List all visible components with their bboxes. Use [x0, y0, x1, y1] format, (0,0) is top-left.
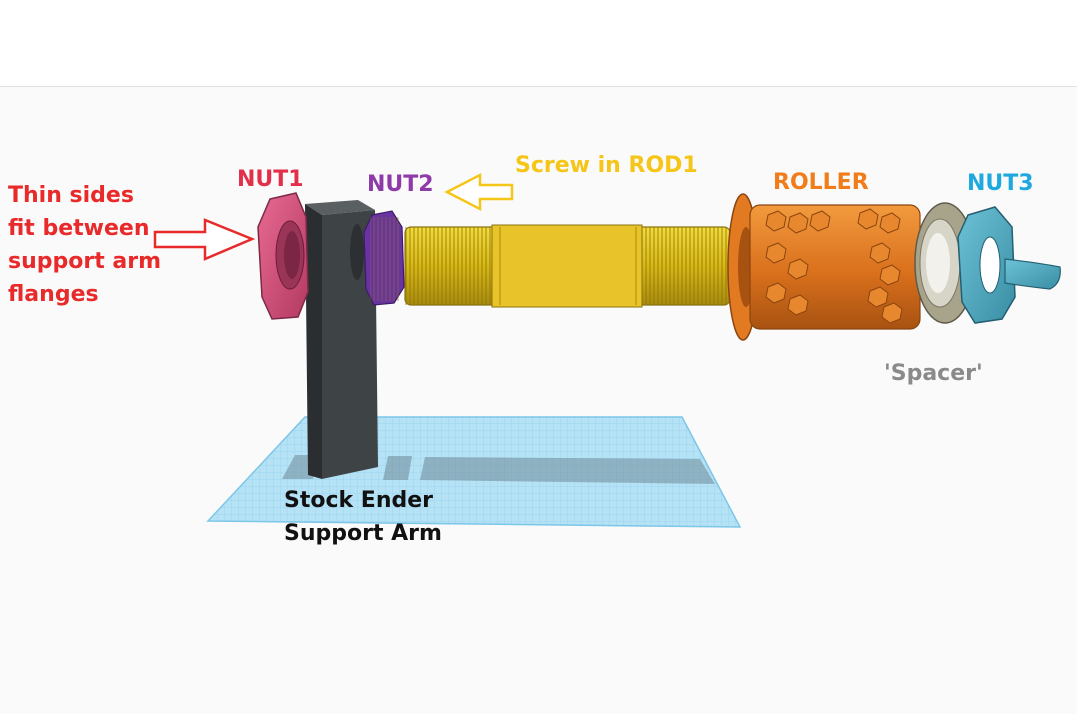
- support-arm-line-1: Stock Ender: [284, 488, 434, 513]
- top-bar: [0, 0, 1077, 87]
- thin-sides-arrow: [153, 218, 256, 261]
- nut1-part[interactable]: [257, 192, 309, 320]
- thin-sides-line-1: Thin sides: [8, 183, 134, 208]
- thin-sides-label: Thin sides fit between support arm flang…: [8, 179, 161, 311]
- support-arm-part[interactable]: [305, 200, 378, 479]
- roller-label: ROLLER: [773, 170, 869, 195]
- nut2-part[interactable]: [363, 210, 405, 306]
- screw-in-rod1-label: Screw in ROD1: [515, 153, 698, 178]
- support-arm-label: Stock Ender Support Arm: [284, 484, 442, 550]
- 3d-scene: [153, 172, 1061, 528]
- nut2-label: NUT2: [367, 172, 434, 197]
- rod1-part[interactable]: [404, 224, 731, 308]
- screw-arrow: [444, 172, 514, 212]
- thin-sides-line-4: flanges: [8, 282, 99, 307]
- nut3-part[interactable]: [957, 206, 1061, 324]
- support-arm-line-2: Support Arm: [284, 521, 442, 546]
- thin-sides-line-2: fit between: [8, 216, 150, 241]
- workplane-viewport[interactable]: NUT1 NUT2 Screw in ROD1 ROLLER NUT3 'Spa…: [0, 87, 1077, 714]
- roller-part[interactable]: [727, 193, 921, 341]
- spacer-label: 'Spacer': [884, 361, 983, 386]
- thin-sides-line-3: support arm: [8, 249, 162, 274]
- nut3-label: NUT3: [967, 171, 1034, 196]
- nut1-label: NUT1: [237, 167, 304, 192]
